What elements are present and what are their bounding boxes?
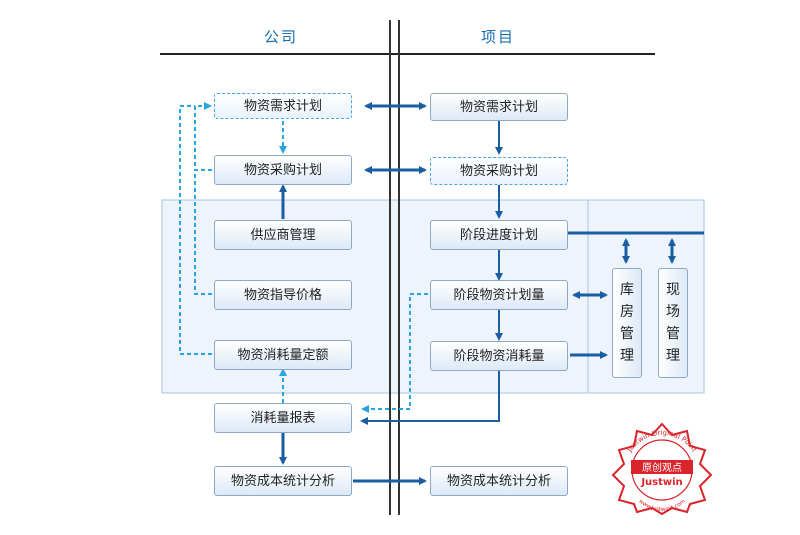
project-demand-plan-box: 物资需求计划 — [430, 93, 568, 121]
seal-brand: Justwin — [640, 477, 682, 488]
seal-center-text: 原创观点 — [642, 461, 682, 474]
company-cost-analysis-box: 物资成本统计分析 — [214, 466, 352, 496]
loop-price-to-purchase — [194, 170, 212, 295]
site-mgmt-box: 现 场 管 理 — [658, 268, 688, 378]
warehouse-char: 房 — [620, 304, 634, 320]
justwin-seal-logo: Justwin Original Point 原创观点 Justwin www.… — [611, 422, 713, 515]
company-demand-plan-box: 物资需求计划 — [214, 93, 352, 119]
site-char: 场 — [666, 304, 680, 320]
warehouse-char: 库 — [620, 282, 634, 298]
warehouse-char: 理 — [620, 348, 634, 364]
site-char: 现 — [666, 282, 680, 298]
loop-purchase-to-demand — [194, 102, 212, 171]
loop-quota-to-demand — [179, 105, 212, 355]
loop-phase-plan-to-report — [361, 293, 428, 413]
project-cost-analysis-box: 物资成本统计分析 — [430, 466, 568, 496]
company-supplier-mgmt-box: 供应商管理 — [214, 220, 352, 250]
company-consumption-quota-box: 物资消耗量定额 — [214, 340, 352, 370]
project-progress-plan-box: 阶段进度计划 — [430, 220, 568, 250]
project-phase-material-plan-box: 阶段物资计划量 — [430, 280, 568, 310]
company-consumption-report-box: 消耗量报表 — [214, 403, 352, 433]
project-phase-material-consumption-box: 阶段物资消耗量 — [430, 341, 568, 371]
arrow-consumption-to-report — [360, 369, 500, 425]
project-header: 项目 — [481, 28, 516, 46]
site-char: 理 — [666, 348, 680, 364]
project-purchase-plan-box: 物资采购计划 — [430, 157, 568, 185]
site-char: 管 — [666, 326, 680, 342]
company-header: 公司 — [264, 28, 299, 46]
company-purchase-plan-box: 物资采购计划 — [214, 155, 352, 185]
warehouse-mgmt-box: 库 房 管 理 — [612, 268, 642, 378]
warehouse-char: 管 — [620, 326, 634, 342]
company-price-guide-box: 物资指导价格 — [214, 280, 352, 310]
